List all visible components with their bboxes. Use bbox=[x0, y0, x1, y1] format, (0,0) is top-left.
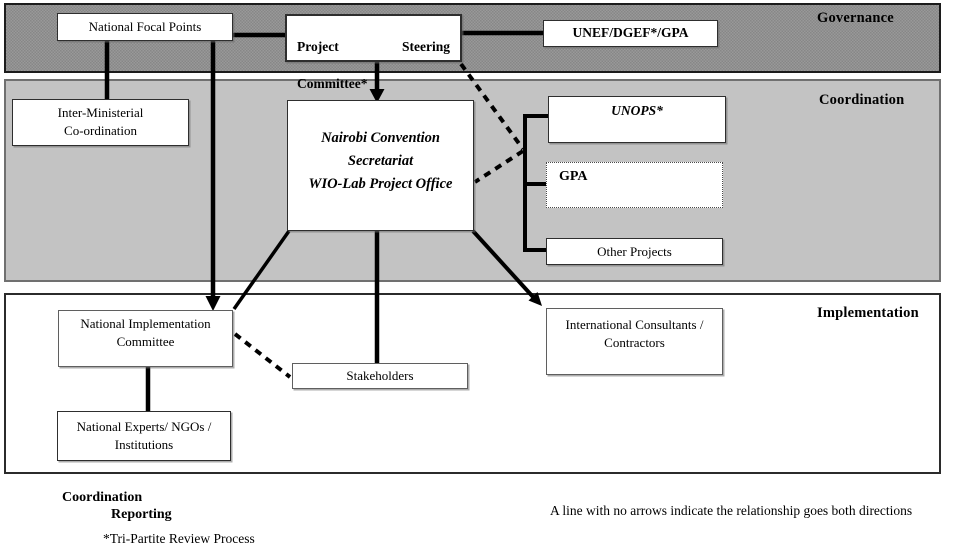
governance-band-label: Governance bbox=[817, 10, 894, 26]
inter-ministerial-coordination-box: Inter-Ministerial Co-ordination bbox=[12, 99, 189, 146]
stakeholders-box: Stakeholders bbox=[292, 363, 468, 389]
both-directions-footnote: A line with no arrows indicate the relat… bbox=[550, 503, 913, 518]
gpa-box: GPA bbox=[546, 162, 723, 208]
project-steering-committee-box: Project Steering Committee* bbox=[285, 14, 462, 91]
national-focal-points-box: National Focal Points bbox=[57, 13, 233, 41]
unops-box: UNOPS* bbox=[548, 96, 726, 143]
legend-reporting-label: Reporting bbox=[111, 507, 172, 522]
psc-title-word-project: Project bbox=[297, 39, 339, 55]
legend-coordination-label: Coordination bbox=[62, 490, 143, 505]
international-consultants-box: International Consultants / Contractors bbox=[546, 308, 723, 375]
coordination-band-label: Coordination bbox=[819, 92, 905, 108]
unef-dgef-gpa-box: UNEF/DGEF*/GPA bbox=[543, 20, 718, 47]
psc-title-word-steering: Steering bbox=[402, 39, 450, 55]
implementation-band-label: Implementation bbox=[817, 305, 919, 321]
tripartite-review-footnote: *Tri-Partite Review Process bbox=[103, 531, 255, 546]
psc-title-line1: Project Steering bbox=[297, 38, 450, 56]
psc-title-line2: Committee* bbox=[297, 75, 368, 91]
national-experts-box: National Experts/ NGOs / Institutions bbox=[57, 411, 231, 461]
other-projects-box: Other Projects bbox=[546, 238, 723, 265]
national-implementation-committee-box: National Implementation Committee bbox=[58, 310, 233, 367]
nairobi-convention-secretariat-box: Nairobi Convention Secretariat WIO-Lab P… bbox=[287, 100, 474, 231]
